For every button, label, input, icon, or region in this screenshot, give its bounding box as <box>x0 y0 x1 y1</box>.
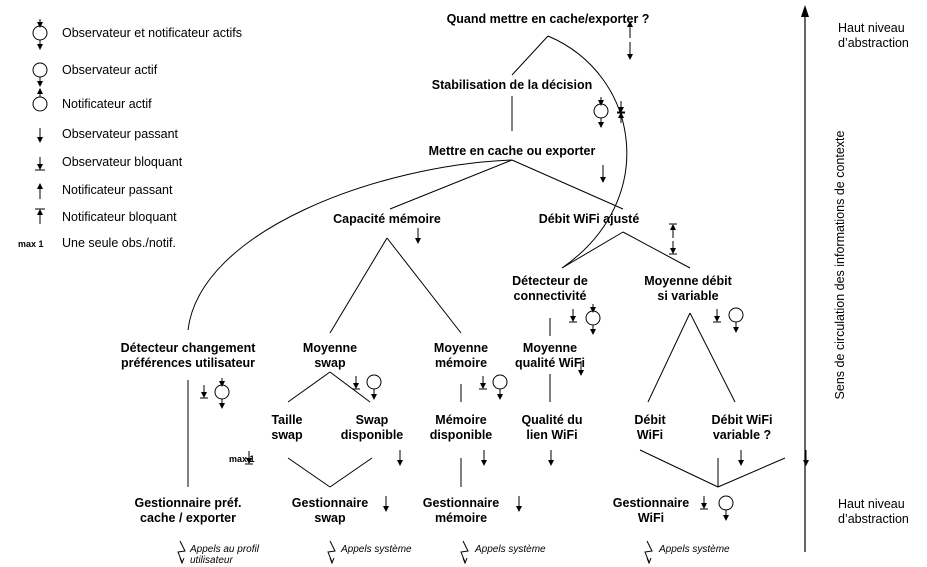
observer-active-icon <box>32 62 48 87</box>
node-stabilisation: Stabilisation de la décision <box>431 78 593 92</box>
notifier-blocking-icon <box>35 208 45 224</box>
observer-blocking-icon <box>713 309 721 323</box>
legend-label-obs-active: Observateur actif <box>62 63 158 77</box>
edge-moyswap-swapdispo <box>329 371 371 403</box>
blocking-pair-icon <box>669 223 677 255</box>
edge-mettre-capacite <box>389 159 513 210</box>
legend-icons <box>32 19 48 224</box>
legend-label-obs-blocking: Observateur bloquant <box>62 155 183 169</box>
legend-max-badge: max 1 <box>18 239 44 249</box>
call-label-systeme-wifi: Appels système <box>659 544 730 555</box>
edge-debitvar-gestwifi <box>717 457 786 488</box>
legend-label-max: Une seule obs./notif. <box>62 236 176 250</box>
observer-notifier-active-icon <box>593 97 609 128</box>
tree-edges <box>187 35 786 488</box>
node-gestionnaire-pref: Gestionnaire préf.cache / exporter <box>134 496 242 525</box>
node-capacite: Capacité mémoire <box>333 212 441 226</box>
observer-blocking-icon <box>245 451 253 465</box>
call-icons <box>177 540 653 565</box>
node-quand: Quand mettre en cache/exporter ? <box>446 12 650 26</box>
edge-swapdispo-gestswap <box>329 457 373 488</box>
lightning-icon <box>644 540 653 565</box>
edge-mettre-debit <box>511 159 624 210</box>
node-debit-ajuste: Débit WiFi ajusté <box>538 212 640 226</box>
diagram-markers <box>200 21 809 521</box>
legend-label-obs-notif-active: Observateur et notificateur actifs <box>62 26 242 40</box>
call-label-systeme-swap: Appels système <box>341 544 412 555</box>
legend-label-notif-blocking: Notificateur bloquant <box>62 210 177 224</box>
observer-active-icon <box>492 374 508 400</box>
abstraction-axis <box>801 5 809 552</box>
edge-taille-gestswap <box>287 457 331 488</box>
edge-moydebit-debitwifi <box>647 312 691 403</box>
observer-active-icon <box>728 307 744 333</box>
observer-blocking-icon <box>569 309 577 323</box>
legend-label-notif-passing: Notificateur passant <box>62 183 173 197</box>
observer-active-icon <box>718 495 734 521</box>
edge-qualite-gestwifi <box>639 449 719 488</box>
call-label-systeme-memoire: Appels système <box>475 544 546 555</box>
observer-notifier-active-icon <box>214 378 230 409</box>
edge-quand-detecteur-curve <box>547 35 628 269</box>
observer-notifier-active-icon <box>585 304 601 335</box>
node-mettre: Mettre en cache ou exporter <box>428 144 596 158</box>
legend-label-notif-active: Notificateur actif <box>62 97 152 111</box>
observer-blocking-icon <box>700 496 708 510</box>
observer-notifier-active-icon <box>32 19 48 50</box>
observer-blocking-icon <box>352 376 360 390</box>
lightning-icon <box>460 540 469 565</box>
edge-quand-stabilisation <box>511 35 549 76</box>
max-badge-swap: max 1 <box>229 454 255 464</box>
blocking-pair-icon <box>617 101 625 123</box>
observer-active-icon <box>366 374 382 400</box>
observer-blocking-icon <box>200 385 208 399</box>
edge-moyswap-taille <box>287 371 331 403</box>
edge-debit-detecteur <box>561 231 624 269</box>
edge-debit-moydebit <box>622 231 691 269</box>
vertical-axis-label: Sens de circulation des informations de … <box>833 130 847 400</box>
lightning-icon <box>177 540 186 565</box>
edge-capacite-moyswap <box>329 237 388 334</box>
observer-blocking-icon <box>35 157 45 171</box>
edge-mettre-detecteur-pref <box>187 159 513 331</box>
edge-capacite-moymem <box>386 237 462 334</box>
edge-moydebit-debitvar <box>689 312 736 403</box>
observer-blocking-icon <box>479 376 487 390</box>
notifier-active-icon <box>32 88 48 112</box>
lightning-icon <box>327 540 336 565</box>
legend-label-obs-passing: Observateur passant <box>62 127 179 141</box>
